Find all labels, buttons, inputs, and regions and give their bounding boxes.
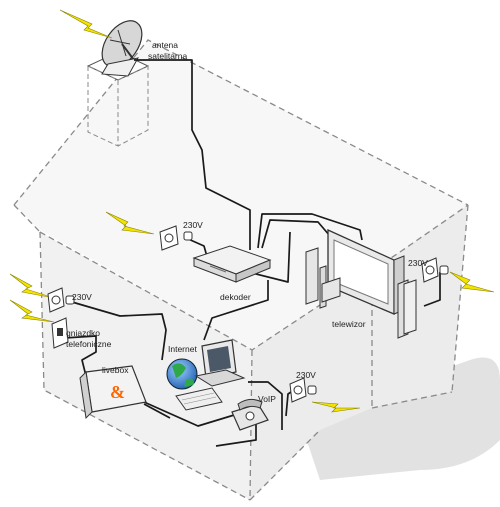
labels: antena satelitarna 230V dekoder 230V tel… <box>66 40 428 404</box>
computer-icon <box>175 339 246 411</box>
phone-jack-label: gniazdko <box>66 328 100 338</box>
lightning-icon <box>9 9 495 413</box>
decoder-label: dekoder <box>220 292 251 302</box>
outlet-left-label: 230V <box>72 292 92 302</box>
outlet-top-label: 230V <box>183 220 203 230</box>
decoder-device <box>192 245 272 283</box>
outlet-bottom-label: 230V <box>296 370 316 380</box>
antenna-label: antena <box>152 40 178 50</box>
tv-set <box>305 228 417 339</box>
livebox-label: livebox <box>102 365 129 375</box>
tv-label: telewizor <box>332 319 366 329</box>
telephone-icon <box>231 398 269 431</box>
power-outlet-icon <box>47 225 449 403</box>
voip-label: VoIP <box>258 394 276 404</box>
antenna-label-2: satelitarna <box>148 51 187 61</box>
livebox-device: & <box>79 365 147 420</box>
globe-icon <box>166 358 198 390</box>
outlet-right-label: 230V <box>408 258 428 268</box>
phone-jack-icon <box>51 317 69 349</box>
internet-label: Internet <box>168 344 197 354</box>
satellite-dish-icon <box>101 20 143 77</box>
phone-jack-label-2: telefoniczne <box>66 339 112 349</box>
livebox-logo: & <box>110 382 125 402</box>
